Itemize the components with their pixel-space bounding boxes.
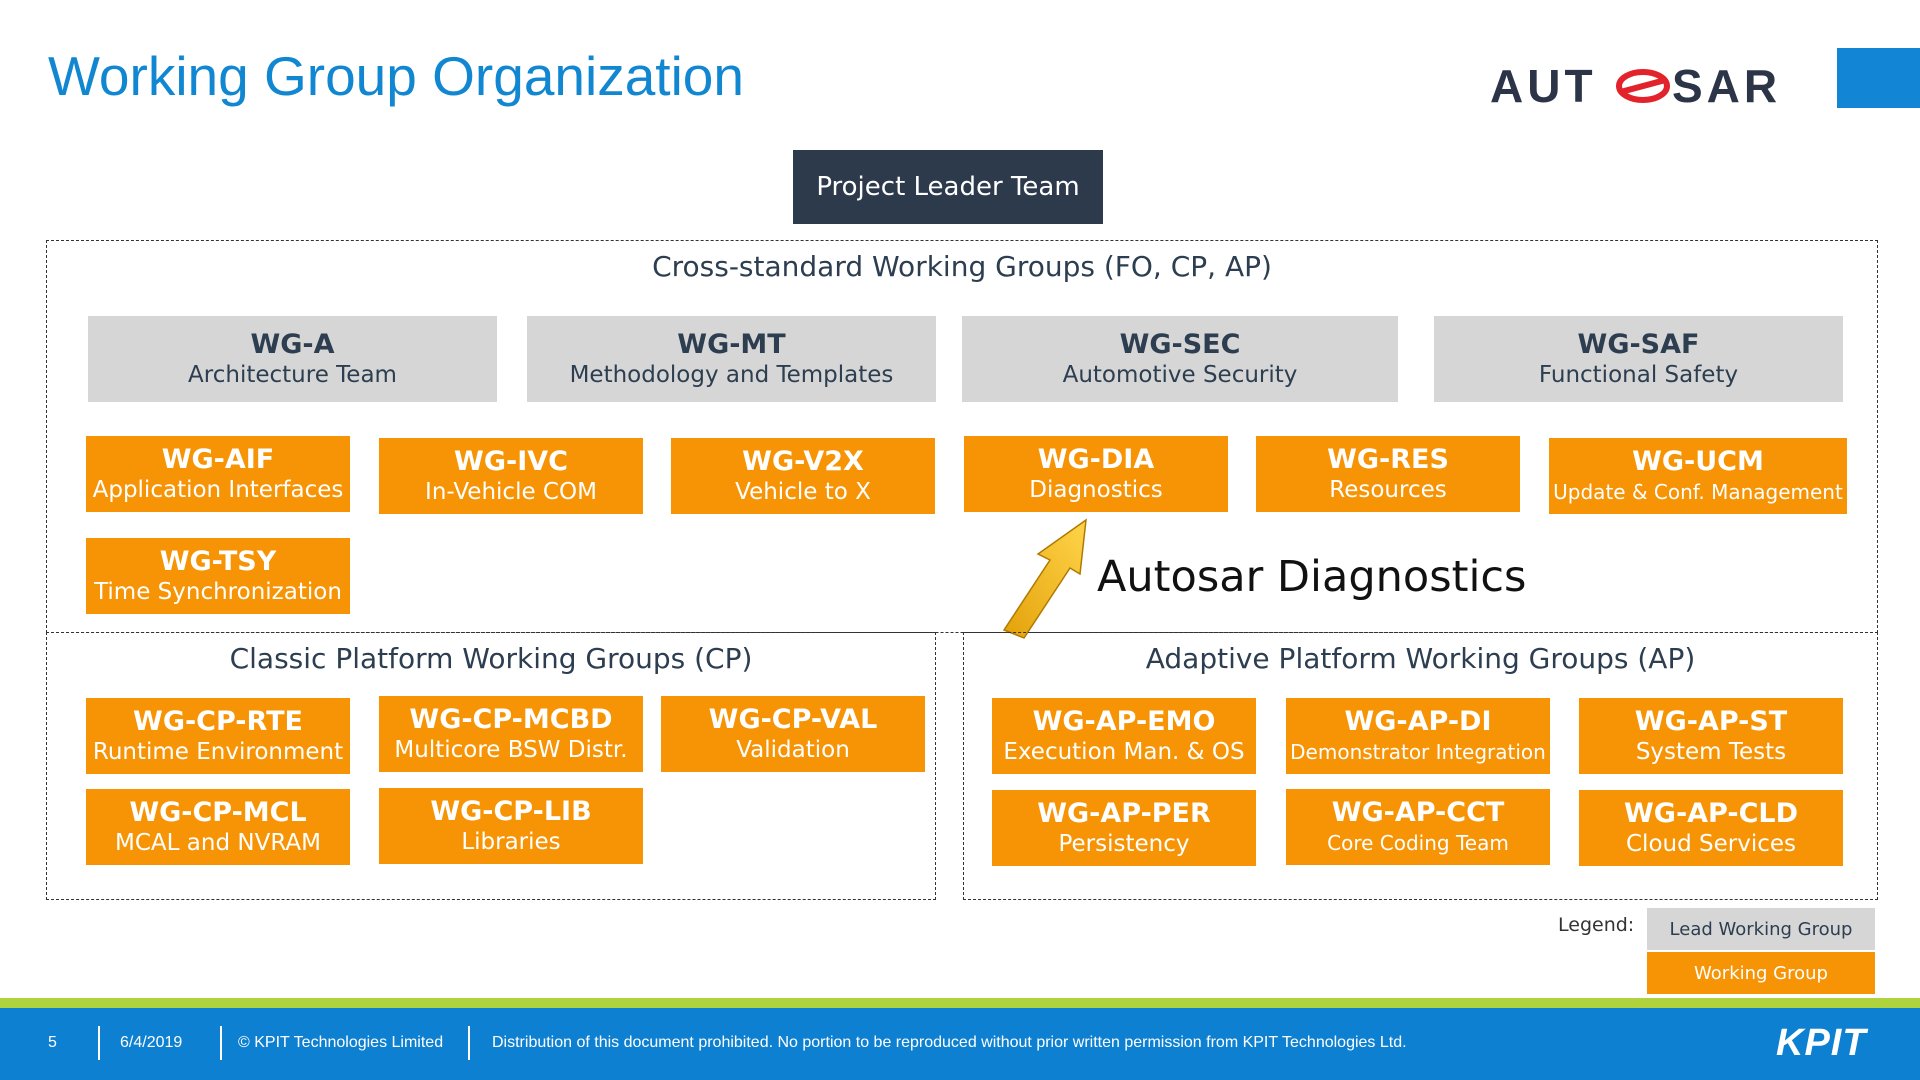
group-desc: Automotive Security xyxy=(1062,362,1298,388)
adaptive-platform-title: Adaptive Platform Working Groups (AP) xyxy=(1145,642,1696,675)
group-wg-aif: WG-AIF Application Interfaces xyxy=(86,436,350,512)
cross-standard-frame xyxy=(46,240,1878,633)
group-name: WG-CP-RTE xyxy=(133,706,303,737)
group-name: WG-UCM xyxy=(1632,446,1764,477)
legend-label: Legend: xyxy=(1558,914,1635,936)
group-desc: System Tests xyxy=(1635,739,1787,765)
legend-lead-working-group: Lead Working Group xyxy=(1647,908,1875,950)
footer-notice: Distribution of this document prohibited… xyxy=(492,1034,1407,1051)
lead-group-wg-sec: WG-SEC Automotive Security xyxy=(962,316,1398,402)
footer-date: 6/4/2019 xyxy=(120,1034,183,1051)
group-name: WG-CP-MCL xyxy=(129,797,307,828)
callout-arrow-icon xyxy=(1002,518,1087,639)
lead-group-wg-saf: WG-SAF Functional Safety xyxy=(1434,316,1843,402)
group-wg-ap-per: WG-AP-PER Persistency xyxy=(992,790,1256,866)
classic-platform-title: Classic Platform Working Groups (CP) xyxy=(229,642,753,675)
kpit-logo: KPIT xyxy=(1776,1022,1867,1064)
group-desc: Time Synchronization xyxy=(94,579,342,605)
footer-copyright: © KPIT Technologies Limited xyxy=(238,1034,444,1051)
footer-divider xyxy=(220,1026,222,1060)
group-wg-dia: WG-DIA Diagnostics xyxy=(964,436,1228,512)
project-leader-team-box: Project Leader Team xyxy=(793,150,1103,224)
footer-accent-strip xyxy=(0,998,1920,1008)
group-desc: Application Interfaces xyxy=(92,477,344,503)
footer-divider xyxy=(98,1026,100,1060)
group-name: WG-AP-ST xyxy=(1634,706,1788,737)
group-wg-tsy: WG-TSY Time Synchronization xyxy=(86,538,350,614)
adaptive-platform-frame xyxy=(963,632,1878,900)
group-wg-cp-mcl: WG-CP-MCL MCAL and NVRAM xyxy=(86,789,350,865)
footer-divider xyxy=(468,1026,470,1060)
group-wg-res: WG-RES Resources xyxy=(1256,436,1520,512)
group-desc: Demonstrator Integration xyxy=(1290,740,1546,764)
autosar-logo: AUT SAR xyxy=(1490,62,1781,112)
group-desc: Functional Safety xyxy=(1538,362,1739,388)
group-desc: Core Coding Team xyxy=(1327,831,1509,855)
svg-text:SAR: SAR xyxy=(1672,62,1781,112)
group-name: WG-AP-DI xyxy=(1344,706,1492,737)
group-desc: Libraries xyxy=(461,829,561,855)
group-desc: Persistency xyxy=(1058,831,1190,857)
group-desc: In-Vehicle COM xyxy=(425,479,597,505)
corner-accent xyxy=(1837,48,1920,108)
group-desc: Methodology and Templates xyxy=(569,362,894,388)
group-desc: Update & Conf. Management xyxy=(1553,480,1843,504)
group-wg-ap-emo: WG-AP-EMO Execution Man. & OS xyxy=(992,698,1256,774)
group-desc: Cloud Services xyxy=(1626,831,1796,857)
group-desc: Vehicle to X xyxy=(735,479,871,505)
group-name: WG-RES xyxy=(1327,444,1449,475)
group-wg-ap-di: WG-AP-DI Demonstrator Integration xyxy=(1286,698,1550,774)
svg-text:AUT: AUT xyxy=(1490,62,1597,112)
cross-standard-title: Cross-standard Working Groups (FO, CP, A… xyxy=(652,250,1272,283)
group-wg-cp-mcbd: WG-CP-MCBD Multicore BSW Distr. xyxy=(379,696,643,772)
group-name: WG-TSY xyxy=(159,546,277,577)
group-name: WG-IVC xyxy=(454,446,568,477)
group-wg-ap-st: WG-AP-ST System Tests xyxy=(1579,698,1843,774)
page-title: Working Group Organization xyxy=(48,45,744,107)
group-name: WG-AIF xyxy=(161,444,275,475)
group-name: WG-AP-CLD xyxy=(1624,798,1798,829)
group-name: WG-DIA xyxy=(1037,444,1155,475)
group-name: WG-CP-MCBD xyxy=(409,704,613,735)
callout-label: Autosar Diagnostics xyxy=(1097,552,1527,602)
group-wg-ap-cct: WG-AP-CCT Core Coding Team xyxy=(1286,789,1550,865)
page-number: 5 xyxy=(48,1034,57,1051)
group-name: WG-A xyxy=(250,329,335,360)
group-wg-ivc: WG-IVC In-Vehicle COM xyxy=(379,438,643,514)
group-wg-cp-lib: WG-CP-LIB Libraries xyxy=(379,788,643,864)
group-desc: Multicore BSW Distr. xyxy=(394,737,628,763)
group-name: WG-AP-CCT xyxy=(1331,797,1505,828)
group-name: WG-SEC xyxy=(1119,329,1241,360)
group-wg-ucm: WG-UCM Update & Conf. Management xyxy=(1549,438,1847,514)
lead-group-wg-a: WG-A Architecture Team xyxy=(88,316,497,402)
group-name: WG-SAF xyxy=(1577,329,1700,360)
legend-working-group: Working Group xyxy=(1647,952,1875,994)
group-desc: Diagnostics xyxy=(1029,477,1163,503)
group-desc: Architecture Team xyxy=(188,362,397,388)
group-name: WG-CP-VAL xyxy=(708,704,878,735)
classic-platform-frame xyxy=(46,632,936,900)
group-name: WG-AP-PER xyxy=(1037,798,1211,829)
group-wg-ap-cld: WG-AP-CLD Cloud Services xyxy=(1579,790,1843,866)
group-desc: Resources xyxy=(1329,477,1447,503)
group-wg-cp-rte: WG-CP-RTE Runtime Environment xyxy=(86,698,350,774)
group-wg-v2x: WG-V2X Vehicle to X xyxy=(671,438,935,514)
group-desc: Validation xyxy=(736,737,850,763)
group-name: WG-AP-EMO xyxy=(1032,706,1216,737)
footer-bar: 5 6/4/2019 © KPIT Technologies Limited D… xyxy=(0,1008,1920,1080)
group-name: WG-V2X xyxy=(742,446,864,477)
group-desc: Runtime Environment xyxy=(92,739,344,765)
group-desc: Execution Man. & OS xyxy=(1003,739,1245,765)
group-desc: MCAL and NVRAM xyxy=(115,830,321,856)
lead-group-wg-mt: WG-MT Methodology and Templates xyxy=(527,316,936,402)
group-name: WG-CP-LIB xyxy=(430,796,592,827)
group-name: WG-MT xyxy=(677,329,786,360)
group-wg-cp-val: WG-CP-VAL Validation xyxy=(661,696,925,772)
